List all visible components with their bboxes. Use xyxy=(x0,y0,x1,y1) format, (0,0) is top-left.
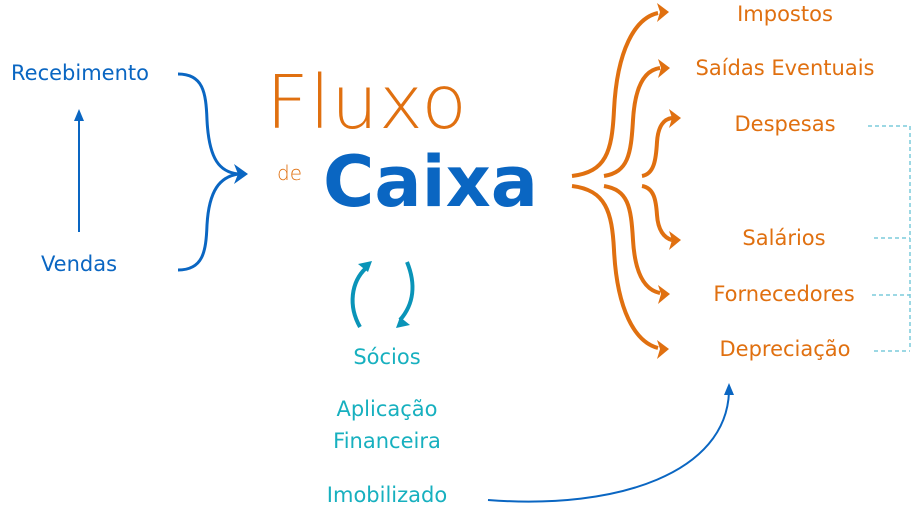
label-financeira: Financeira xyxy=(333,429,441,453)
label-salarios: Salários xyxy=(742,226,826,250)
label-depreciacao: Depreciação xyxy=(719,337,851,361)
title-de: de xyxy=(277,161,302,185)
arrow-saidas-eventuais xyxy=(603,66,661,178)
title-fluxo: Fluxo xyxy=(266,60,468,146)
label-saidas-eventuais: Saídas Eventuais xyxy=(695,56,875,80)
label-despesas: Despesas xyxy=(734,112,836,136)
label-impostos: Impostos xyxy=(737,2,833,26)
label-fornecedores: Fornecedores xyxy=(713,282,855,306)
outflow-arrowheads xyxy=(657,3,681,359)
arrow-impostos xyxy=(571,11,659,178)
expenses-group-bracket xyxy=(868,125,911,352)
label-recebimento: Recebimento xyxy=(11,61,149,85)
label-socios: Sócios xyxy=(353,345,421,369)
imobilizado-to-depreciacao-arrow xyxy=(487,383,734,503)
label-vendas: Vendas xyxy=(40,252,118,276)
partners-cycle-icon xyxy=(350,261,415,328)
title-caixa: Caixa xyxy=(323,141,538,223)
arrow-fornecedores xyxy=(603,184,661,295)
vendas-to-recebimento-arrow xyxy=(74,109,84,232)
arrow-salarios xyxy=(641,184,673,242)
arrow-depreciacao xyxy=(571,184,659,350)
inflow-brace-arrow xyxy=(177,72,248,272)
label-imobilizado: Imobilizado xyxy=(326,483,448,507)
arrow-despesas xyxy=(641,116,673,178)
outflow-arrows xyxy=(571,11,673,350)
label-aplicacao: Aplicação xyxy=(336,397,438,421)
